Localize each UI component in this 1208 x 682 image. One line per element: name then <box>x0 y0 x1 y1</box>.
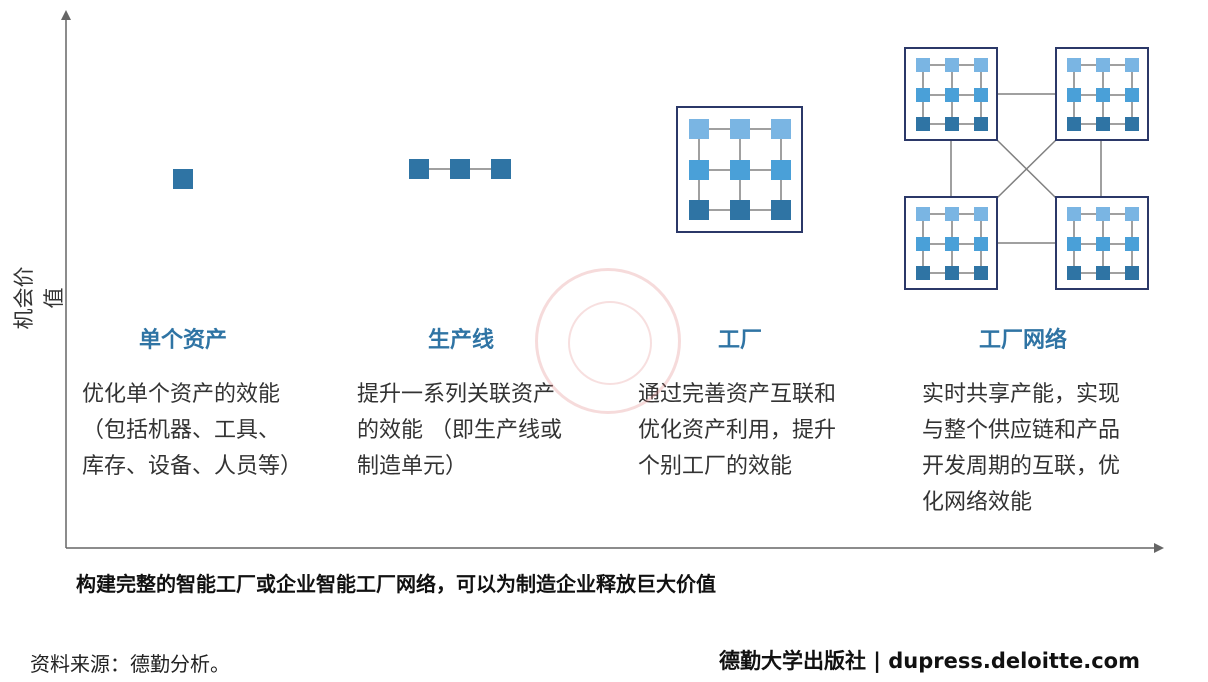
asset-node <box>409 159 429 179</box>
asset-node <box>1096 237 1110 251</box>
asset-node <box>730 160 750 180</box>
watermark-stamp <box>535 268 681 414</box>
asset-node <box>916 58 930 72</box>
asset-node <box>1067 207 1081 221</box>
asset-node <box>974 58 988 72</box>
asset-node <box>916 117 930 131</box>
asset-node <box>1096 117 1110 131</box>
asset-node <box>974 88 988 102</box>
asset-node <box>974 207 988 221</box>
summary-text: 构建完整的智能工厂或企业智能工厂网络，可以为制造企业释放巨大价值 <box>76 572 716 596</box>
asset-node <box>689 119 709 139</box>
asset-node <box>689 160 709 180</box>
asset-node <box>1067 88 1081 102</box>
stage-title-network: 工厂网络 <box>978 328 1067 353</box>
asset-node <box>689 200 709 220</box>
asset-node <box>1067 117 1081 131</box>
asset-node <box>771 119 791 139</box>
asset-node <box>974 266 988 280</box>
asset-node <box>916 237 930 251</box>
asset-node <box>450 159 470 179</box>
asset-node <box>173 169 193 189</box>
stage-title-factory: 工厂 <box>717 328 762 353</box>
asset-node <box>916 266 930 280</box>
stage-title-asset: 单个资产 <box>138 328 227 353</box>
asset-node <box>945 237 959 251</box>
asset-node <box>974 117 988 131</box>
asset-node <box>1096 88 1110 102</box>
stage-desc-line: 提升一系列关联资产的效能 （即生产线或制造单元） <box>357 382 562 479</box>
asset-node <box>916 207 930 221</box>
asset-node <box>1096 266 1110 280</box>
stage-desc-network: 实时共享产能，实现与整个供应链和产品开发周期的互联，优化网络效能 <box>922 382 1121 515</box>
asset-node <box>771 200 791 220</box>
asset-node <box>1125 58 1139 72</box>
connector-line <box>996 139 1057 199</box>
asset-node <box>945 58 959 72</box>
asset-node <box>1096 207 1110 221</box>
asset-node <box>945 88 959 102</box>
asset-node <box>1067 266 1081 280</box>
stage-desc-asset: 优化单个资产的效能（包括机器、工具、库存、设备、人员等） <box>82 382 303 479</box>
asset-node <box>1096 58 1110 72</box>
asset-node <box>1125 207 1139 221</box>
asset-node <box>730 200 750 220</box>
asset-node <box>1125 266 1139 280</box>
asset-node <box>916 88 930 102</box>
asset-node <box>945 117 959 131</box>
asset-node <box>974 237 988 251</box>
asset-node <box>945 266 959 280</box>
source-text: 资料来源：德勤分析。 <box>30 652 230 676</box>
asset-node <box>491 159 511 179</box>
asset-node <box>1067 237 1081 251</box>
asset-node <box>730 119 750 139</box>
stage-desc-factory: 通过完善资产互联和优化资产利用，提升个别工厂的效能 <box>638 382 837 479</box>
asset-node <box>1125 117 1139 131</box>
y-axis-label: 机会价值 <box>12 266 66 330</box>
factory-frame <box>676 106 803 233</box>
asset-node <box>1067 58 1081 72</box>
asset-node <box>1125 88 1139 102</box>
asset-node <box>771 160 791 180</box>
y-axis-arrow <box>61 10 71 20</box>
x-axis-arrow <box>1154 543 1164 553</box>
asset-node <box>1125 237 1139 251</box>
credit-text: 德勤大学出版社 | dupress.deloitte.com <box>718 649 1140 673</box>
asset-node <box>945 207 959 221</box>
stage-title-line: 生产线 <box>427 328 494 353</box>
